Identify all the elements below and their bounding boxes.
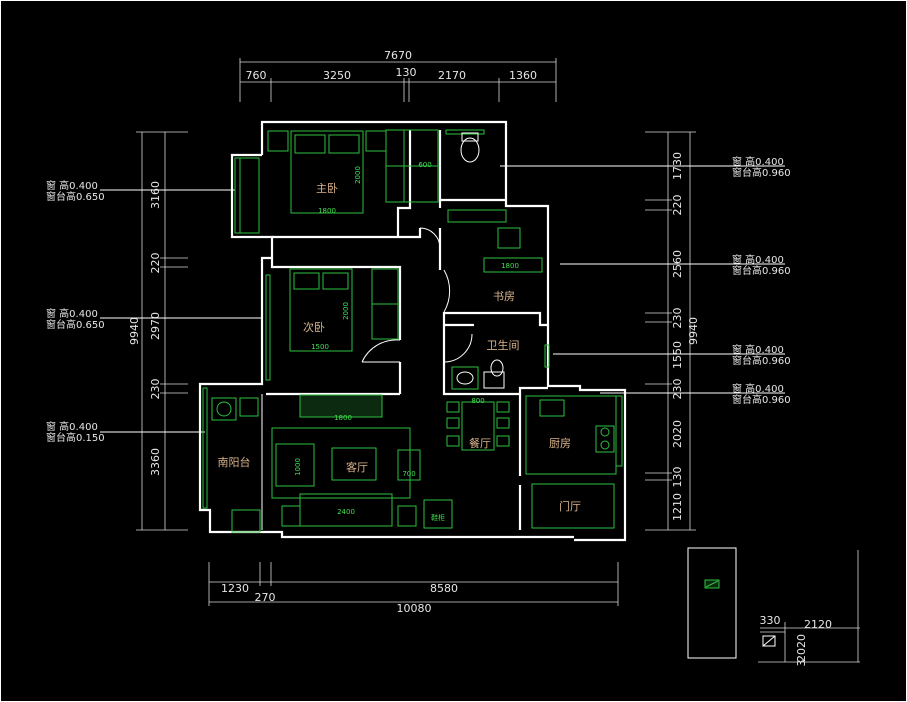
- armchair-width: 1000: [294, 458, 302, 476]
- top-total-dim: 7670: [384, 49, 412, 62]
- left-dimensions: 3160 220 2970 230 3360 9940: [128, 131, 188, 531]
- right-dim-5: 1550: [671, 341, 684, 369]
- master-bed-width: 1800: [318, 207, 336, 215]
- tv-cabinet-width: 1800: [334, 414, 352, 422]
- second-bed-width: 1500: [311, 343, 329, 351]
- window-note-right-4b: 窗台高0.960: [732, 393, 791, 406]
- armchair-left: [275, 443, 315, 487]
- kitchen-sink: [539, 399, 565, 417]
- window-note-right-1a: 窗 高0.400: [732, 155, 784, 168]
- right-dim-2: 220: [671, 195, 684, 216]
- inset-height-dim: 2020: [795, 634, 808, 662]
- bottom-total-dim: 10080: [397, 602, 432, 615]
- left-dim-4: 230: [149, 379, 162, 400]
- top-dim-3: 130: [396, 66, 417, 79]
- window-note-left-2b: 窗台高0.650: [46, 318, 105, 331]
- window-note-left-1a: 窗 高0.400: [46, 179, 98, 192]
- window-note-left-2a: 窗 高0.400: [46, 307, 98, 320]
- dining-table-width: 800: [471, 397, 484, 405]
- inset-small-dim: 3: [795, 660, 808, 667]
- top-dim-1: 760: [246, 69, 267, 82]
- stove-icon: [595, 425, 615, 453]
- master-bed: [290, 130, 364, 214]
- left-dim-2: 220: [149, 253, 162, 274]
- left-total-dim: 9940: [128, 317, 141, 345]
- inset-panel: [687, 547, 737, 659]
- desk-width: 1800: [501, 262, 519, 270]
- master-bed-length: 2000: [354, 166, 362, 184]
- sofa-width: 2400: [337, 508, 355, 516]
- right-dim-6: 230: [671, 379, 684, 400]
- left-dim-5: 3360: [149, 448, 162, 476]
- room-kitchen: 厨房: [549, 437, 571, 450]
- tv-cabinet: [299, 394, 383, 418]
- study-chair: [497, 227, 521, 249]
- window-note-right-3a: 窗 高0.400: [732, 343, 784, 356]
- right-dim-7: 2020: [671, 420, 684, 448]
- coffee-table: [331, 447, 377, 481]
- foyer-cabinet: [531, 483, 615, 529]
- armchair-right: [397, 449, 421, 481]
- window-note-right-3b: 窗台高0.960: [732, 354, 791, 367]
- top-dim-4: 2170: [438, 69, 466, 82]
- room-labels: 主卧 次卧 书房 卫生间 餐厅 厨房 客厅 南阳台 门厅: [218, 182, 582, 513]
- top-dimensions: 7670 760 3250 130 2170 1360: [239, 49, 557, 102]
- room-master-bedroom: 主卧: [316, 182, 338, 195]
- washing-machine-icon: [211, 397, 237, 421]
- window-notes: 窗 高0.400 窗台高0.650 窗 高0.400 窗台高0.650 窗 高0…: [46, 155, 791, 444]
- furniture: 1800 2000 600 1800 1500 2000: [211, 129, 617, 533]
- room-foyer: 门厅: [559, 499, 581, 513]
- dining-table: [461, 401, 495, 451]
- right-dimensions: 1730 220 2560 230 1550 230 2020 130 1210…: [645, 131, 700, 531]
- window-note-right-2a: 窗 高0.400: [732, 253, 784, 266]
- bottom-dim-2: 8580: [430, 582, 458, 595]
- top-dim-5: 1360: [509, 69, 537, 82]
- top-dim-2: 3250: [323, 69, 351, 82]
- right-dim-8: 130: [671, 467, 684, 488]
- wardrobe-width: 600: [418, 161, 431, 169]
- doors: [361, 227, 473, 363]
- walls: [198, 120, 627, 542]
- second-bed: [289, 268, 353, 352]
- room-dining: 餐厅: [469, 436, 491, 450]
- toilet-icon: [460, 137, 480, 163]
- room-living: 客厅: [346, 460, 368, 474]
- right-total-dim: 9940: [687, 317, 700, 345]
- room-study: 书房: [493, 290, 515, 303]
- rug: [271, 427, 411, 499]
- bottom-dimensions: 1230 8580 270 10080: [208, 562, 619, 615]
- bottom-dim-sub: 270: [255, 591, 276, 604]
- shoe-cabinet-label: 鞋柜: [431, 513, 445, 522]
- right-dim-9: 1210: [671, 493, 684, 521]
- shoe-cabinet: [423, 499, 453, 529]
- bottom-dim-1: 1230: [221, 582, 249, 595]
- room-bathroom: 卫生间: [487, 338, 520, 352]
- room-south-balcony: 南阳台: [218, 455, 251, 469]
- bathroom-sink: [451, 366, 479, 390]
- windows: [202, 129, 623, 509]
- window-note-left-3b: 窗台高0.150: [46, 431, 105, 444]
- inset-detail: 330 2120 2020 3: [687, 547, 860, 667]
- side-table-width: 700: [402, 470, 415, 478]
- window-note-right-2b: 窗台高0.960: [732, 264, 791, 277]
- inset-width-dim: 2120: [804, 618, 832, 631]
- right-dim-4: 230: [671, 308, 684, 329]
- window-note-right-4a: 窗 高0.400: [732, 382, 784, 395]
- inset-offset-dim: 330: [760, 614, 781, 627]
- window-note-left-1b: 窗台高0.650: [46, 190, 105, 203]
- window-note-right-1b: 窗台高0.960: [732, 166, 791, 179]
- room-second-bedroom: 次卧: [303, 320, 325, 334]
- study-desk: [483, 257, 543, 273]
- left-dim-3: 2970: [149, 312, 162, 340]
- window-note-left-3a: 窗 高0.400: [46, 420, 98, 433]
- left-dim-1: 3160: [149, 181, 162, 209]
- kitchen-counter: [525, 395, 617, 475]
- second-bed-length: 2000: [342, 302, 350, 320]
